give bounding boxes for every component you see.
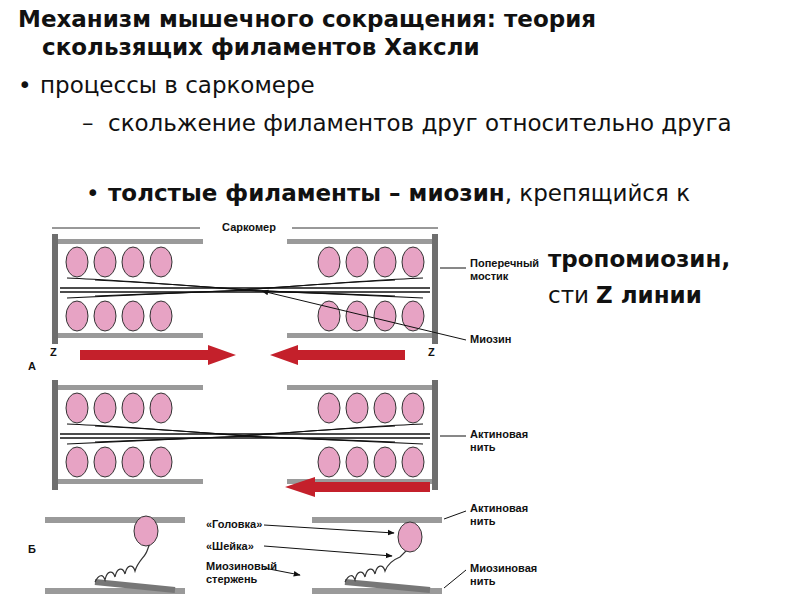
part-label: «Головка» [206,518,262,531]
bullet: • [18,72,32,100]
part-label: Актиновая нить [470,502,532,527]
bullet: • [86,180,100,208]
part-label: «Шейка» [206,540,254,553]
z-line-label: Z [50,346,57,359]
part-label: Поперечный мостик [470,257,542,282]
slide-title: Механизм мышечного сокращения: теория ск… [18,6,702,61]
figure-title: Саркомер [219,221,279,234]
part-label: Миозиновый стержень [206,560,268,585]
part-label: Миозин [470,333,511,346]
bullet-text: , крепящийся к [505,180,690,208]
bullet-text: толстые филаменты – миозин [108,180,505,208]
panel-letter: А [28,360,36,373]
bullet-text: процессы в саркомере [40,72,315,100]
dash: – [82,110,94,138]
part-label: Актиновая нить [470,428,532,453]
z-line-label: Z [428,346,435,359]
cut-text: тропомиозин, [548,246,730,274]
cut-text: Z линии [596,282,702,310]
bullet-text: скольжение филаментов друг относительно … [108,110,748,138]
part-label: Миозиновая нить [470,562,542,587]
cut-text: сти [548,282,589,310]
panel-letter: Б [28,543,36,556]
